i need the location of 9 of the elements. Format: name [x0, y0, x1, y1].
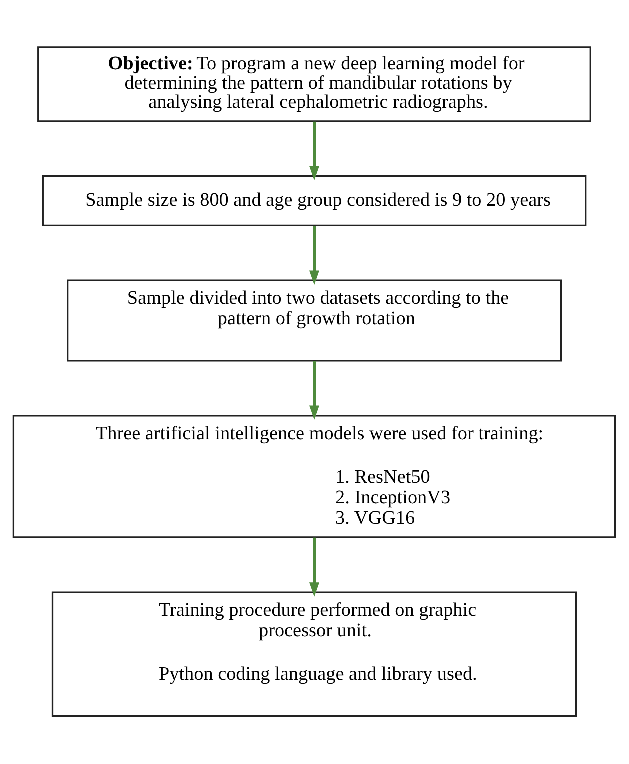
node-box: Three artificial intelligence models were used for training: 1. ResNet50 2. InceptionV3 3. VGG16 [12, 415, 616, 538]
node-box: Sample size is 800 and age group considered is 9 to 20 years [42, 175, 587, 226]
arrow [310, 538, 320, 597]
node-box: Training procedure performed on graphic processor unit. Python coding language and library used. [52, 592, 578, 718]
arrow [310, 361, 320, 420]
node-box: Sample divided into two datasets according to the pattern of growth rotation [67, 280, 562, 362]
arrow [310, 122, 320, 181]
node-box: Objective: To program a new deep learning model for determining the pattern of mandibular rotations by analysing lateral cephalometric radiographs. [38, 46, 592, 122]
arrow [310, 226, 320, 286]
